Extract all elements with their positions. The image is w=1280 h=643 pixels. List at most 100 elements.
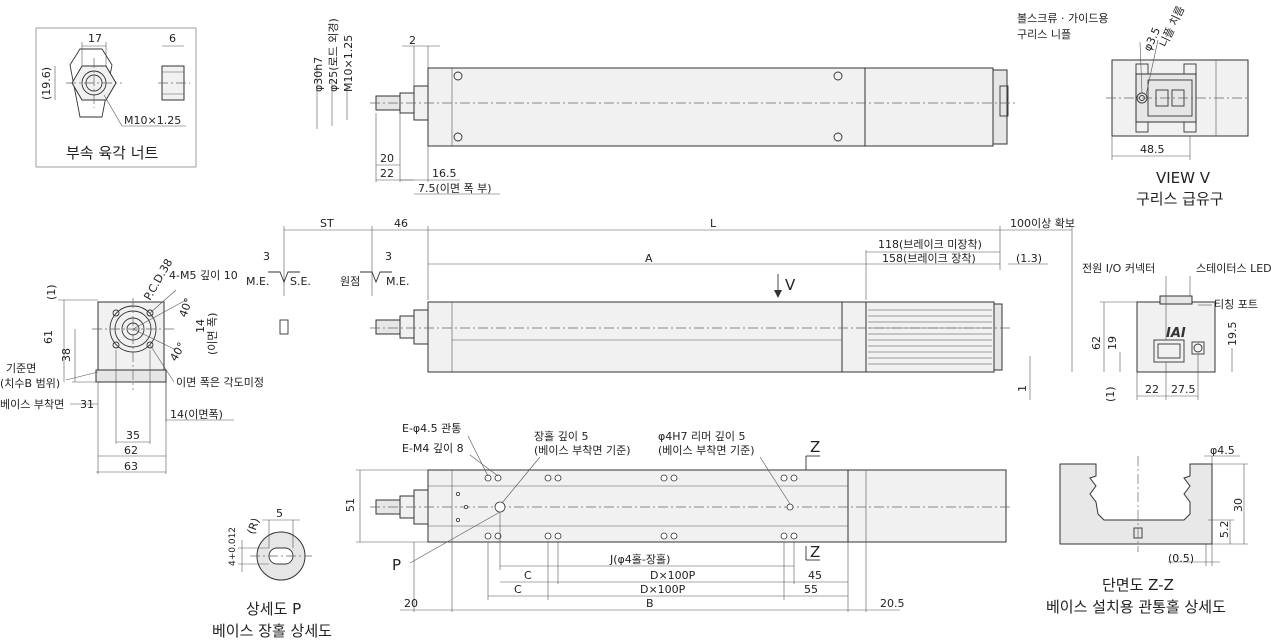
nut-dim-6: 6	[169, 32, 176, 45]
detailp-tol: 4+0.012	[228, 527, 238, 566]
motor-22: 22	[1145, 383, 1159, 396]
side-3a: 3	[263, 250, 270, 263]
motor-status: 스테이터스 LED	[1196, 262, 1272, 275]
side-view-arrow: V	[785, 276, 796, 294]
bottom-c1: C	[524, 569, 532, 582]
side-46: 46	[394, 217, 408, 230]
motor-1: (1)	[1104, 386, 1117, 402]
side-3b: 3	[385, 250, 392, 263]
side-l: L	[710, 217, 717, 230]
detail-p: 5 (R) 4+0.012 상세도 P 베이스 장홀 상세도	[212, 507, 332, 640]
top-dim-16-5: 16.5	[432, 167, 457, 180]
top-m10: M10×1.25	[342, 35, 355, 92]
end-base-mount: 베이스 부착면	[0, 398, 64, 411]
top-dim-2: 2	[409, 34, 416, 47]
detailp-r: (R)	[245, 516, 263, 536]
nut-drawing: 17 6 (19.6) M10×1.25 부속 육각 너트	[35, 27, 197, 168]
side-origin: 원점	[340, 275, 360, 288]
side-brake-none: 118(브레이크 미장착)	[878, 238, 982, 251]
section-title: 단면도 Z-Z	[1102, 576, 1174, 594]
side-view: ST 46 L 100이상 확보 A 118(브레이크 미장착) 158(브레이…	[246, 217, 1075, 400]
bottom-c2: C	[514, 583, 522, 596]
motor-teach: 티칭 포트	[1214, 298, 1258, 311]
bottom-dx1: D×100P	[650, 569, 696, 582]
end-40a: 40°	[177, 296, 196, 319]
side-1-3: (1.3)	[1016, 252, 1042, 265]
bottom-b: B	[646, 597, 654, 610]
section-0-5: (0.5)	[1168, 552, 1194, 565]
viewv-grease-2: 구리스 니플	[1017, 28, 1071, 41]
end-dim-61: 61	[42, 330, 55, 344]
bottom-45: 45	[808, 569, 822, 582]
side-me2: M.E.	[386, 275, 409, 288]
end-view: P.C.D.38 4-M5 깊이 10 40° 40° 14 (이면 폭) (1…	[0, 257, 264, 474]
side-st: ST	[320, 217, 334, 230]
top-dim-22: 22	[380, 167, 394, 180]
section-phi4-5: φ4.5	[1210, 444, 1235, 457]
nut-dim-19-6: (19.6)	[40, 67, 53, 100]
viewv-nipple-note: 니플 치름	[1157, 4, 1187, 49]
nut-caption: 부속 육각 너트	[66, 144, 159, 162]
nut-dim-17: 17	[88, 32, 102, 45]
end-dim-38: 38	[60, 348, 73, 362]
bottom-55: 55	[804, 583, 818, 596]
bottom-z-bot: Z	[810, 543, 820, 561]
end-ref-face-1: 기준면	[6, 362, 36, 375]
bottom-j: J(φ4홀-장홀)	[609, 553, 670, 566]
bottom-z-top: Z	[810, 438, 820, 456]
end-back-face: (이면 폭)	[206, 313, 219, 355]
top-dim-7-5: 7.5(이면 폭 부)	[418, 182, 492, 195]
detailp-title: 상세도 P	[246, 600, 301, 618]
top-dim-20: 20	[380, 152, 394, 165]
bottom-slot-2: (베이스 부착면 기준)	[534, 444, 631, 457]
detailp-subtitle: 베이스 장홀 상세도	[212, 622, 332, 640]
bottom-20-5: 20.5	[880, 597, 905, 610]
motor-power: 전원 I/O 커넥터	[1082, 262, 1155, 275]
bottom-p: P	[392, 556, 401, 574]
end-35: 35	[126, 429, 140, 442]
end-14b: 14(이면폭)	[170, 408, 223, 421]
bottom-ream-1: φ4H7 리머 깊이 5	[658, 430, 746, 443]
end-14: 14	[194, 319, 207, 333]
end-dim-1: (1)	[45, 284, 58, 300]
section-5-2: 5.2	[1218, 521, 1231, 539]
end-dim-31: 31	[80, 398, 94, 411]
section-30: 30	[1232, 498, 1245, 512]
end-62: 62	[124, 444, 138, 457]
bottom-20: 20	[404, 597, 418, 610]
section-zz: φ4.5 30 5.2 (0.5) 단면도 Z-Z 베이스 설치용 관통홀 상세…	[1046, 444, 1248, 616]
side-a: A	[645, 252, 653, 265]
bottom-slot-1: 장홀 깊이 5	[534, 430, 588, 443]
viewv-subtitle: 구리스 급유구	[1136, 190, 1224, 208]
end-ref-face-2: (치수B 범위)	[0, 377, 60, 390]
end-back-note: 이면 폭은 각도미정	[176, 376, 264, 389]
viewv-grease-1: 볼스크류 · 가이드용	[1017, 12, 1108, 25]
motor-19: 19	[1106, 336, 1119, 350]
end-40b: 40°	[167, 340, 188, 363]
bottom-view: 51 E-φ4.5 관통 E-M4 깊이 8 장홀 깊이 5 (베이스 부착면 …	[344, 422, 1012, 612]
detailp-5: 5	[276, 507, 283, 520]
motor-27-5: 27.5	[1171, 383, 1196, 396]
side-clearance: 100이상 확보	[1010, 217, 1075, 230]
nut-thread: M10×1.25	[124, 114, 181, 127]
bottom-51: 51	[344, 498, 357, 512]
bottom-dx2: D×100P	[640, 583, 686, 596]
section-subtitle: 베이스 설치용 관통홀 상세도	[1046, 598, 1226, 616]
view-v: 볼스크류 · 가이드용 구리스 니플 φ3.5 니플 치름 48.5 VIEW …	[1017, 4, 1250, 208]
top-phi25: φ25(로드 외경)	[327, 18, 340, 92]
end-m5: 4-M5 깊이 10	[169, 269, 238, 282]
motor-end-view: IAI 전원 I/O 커넥터 스테이터스 LED 티칭 포트 62 19 19.…	[1082, 262, 1272, 402]
viewv-48-5: 48.5	[1140, 143, 1165, 156]
bottom-e-phi: E-φ4.5 관통	[402, 422, 461, 435]
top-view: φ30h7 φ25(로드 외경) M10×1.25 2 20 22 16.5 7…	[312, 18, 1015, 195]
motor-19-5: 19.5	[1226, 322, 1239, 347]
motor-62: 62	[1090, 336, 1103, 350]
side-dim-1: 1	[1016, 385, 1029, 392]
bottom-ream-2: (베이스 부착면 기준)	[658, 444, 755, 457]
end-63: 63	[124, 460, 138, 473]
iai-logo: IAI	[1166, 326, 1186, 341]
side-brake-with: 158(브레이크 장착)	[882, 252, 976, 265]
bottom-e-m4: E-M4 깊이 8	[402, 442, 464, 455]
side-me: M.E.	[246, 275, 269, 288]
